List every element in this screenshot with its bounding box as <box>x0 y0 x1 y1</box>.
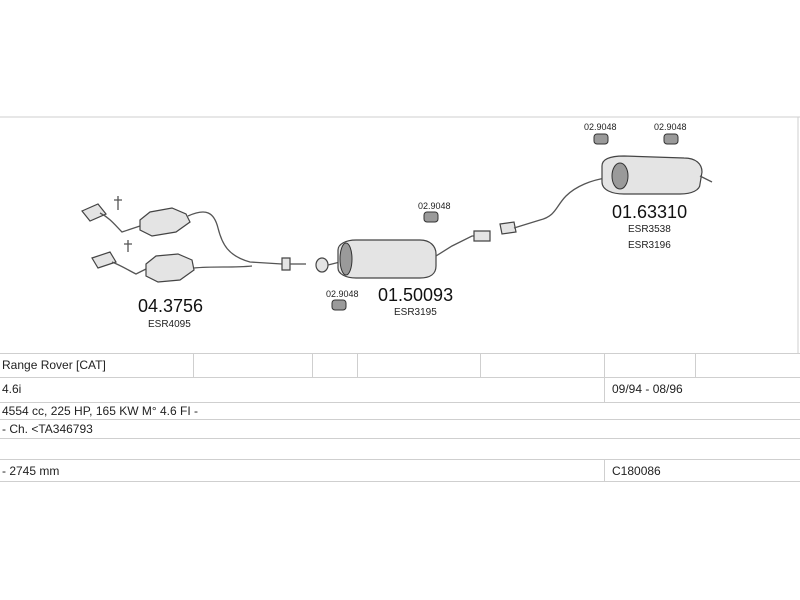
middle-silencer-assembly[interactable] <box>315 230 491 279</box>
rear-inlet-clamp <box>499 221 517 235</box>
upper-manifold-flange <box>81 203 107 222</box>
hanger-middle-lower-shape <box>331 299 347 311</box>
row-line <box>0 402 800 403</box>
middle-silencer-esr-code: ESR3195 <box>394 307 437 318</box>
upper-downpipe <box>99 212 141 233</box>
col-line <box>604 459 605 481</box>
hanger-rear-right-shape <box>663 133 679 145</box>
middle-silencer-endcap <box>339 242 353 276</box>
specs-cell: 4554 cc, 225 HP, 165 KW M° 4.6 FI - <box>2 404 199 418</box>
middle-outlet-clamp <box>473 230 491 242</box>
upper-catalyst <box>139 207 191 237</box>
rear-silencer-body <box>601 155 703 195</box>
code-cell: C180086 <box>612 464 661 478</box>
years-cell: 09/94 - 08/96 <box>612 382 683 396</box>
hanger-middle-upper-number[interactable]: 02.9048 <box>418 201 451 211</box>
hanger-rear-right[interactable] <box>663 133 679 145</box>
col-line <box>695 353 696 377</box>
col-line <box>604 353 605 377</box>
hanger-rear-right-number[interactable]: 02.9048 <box>654 122 687 132</box>
middle-inlet-flange <box>315 257 329 273</box>
col-line <box>604 377 605 402</box>
row-line <box>0 459 800 460</box>
rear-intermediate-pipe <box>513 177 607 229</box>
catalyst-esr-code: ESR4095 <box>148 319 191 330</box>
col-line <box>193 353 194 377</box>
row-line <box>0 353 800 354</box>
col-line <box>480 353 481 377</box>
lower-downpipe <box>111 261 149 275</box>
hanger-rear-left-shape <box>593 133 609 145</box>
wheelbase-cell: - 2745 mm <box>2 464 60 478</box>
lower-y-pipe <box>193 265 253 269</box>
row-line <box>0 438 800 439</box>
rear-tailpipe <box>699 175 713 183</box>
row-line <box>0 419 800 420</box>
catalyst-part-number[interactable]: 04.3756 <box>138 296 203 316</box>
engine-cell: 4.6i <box>2 382 22 396</box>
upper-y-pipe <box>187 211 283 265</box>
rear-silencer-part-number[interactable]: 01.63310 <box>612 202 687 222</box>
rear-silencer-esr-code-1: ESR3538 <box>628 224 671 235</box>
lower-sensor-stud <box>124 240 132 252</box>
hanger-middle-upper-shape <box>423 211 439 223</box>
front-outlet-flange <box>281 257 291 271</box>
chassis-cell: - Ch. <TA346793 <box>2 422 93 436</box>
hanger-middle-upper[interactable] <box>423 211 439 223</box>
rear-silencer-assembly[interactable] <box>499 155 713 235</box>
middle-silencer-body <box>337 239 437 279</box>
model-cell: Range Rover [CAT] <box>2 358 106 372</box>
row-line <box>0 481 800 482</box>
rear-silencer-esr-code-2: ESR3196 <box>628 240 671 251</box>
middle-silencer-part-number[interactable]: 01.50093 <box>378 285 453 305</box>
col-line <box>312 353 313 377</box>
hanger-rear-left-number[interactable]: 02.9048 <box>584 122 617 132</box>
rear-silencer-endcap <box>611 162 629 190</box>
col-line <box>357 353 358 377</box>
row-line <box>0 377 800 378</box>
hanger-rear-left[interactable] <box>593 133 609 145</box>
catalyst-assembly[interactable] <box>81 196 306 283</box>
hanger-middle-lower-number[interactable]: 02.9048 <box>326 289 359 299</box>
lower-manifold-flange <box>91 251 117 269</box>
upper-sensor-stud <box>114 196 122 210</box>
hanger-middle-lower[interactable] <box>331 299 347 311</box>
lower-catalyst <box>145 253 195 283</box>
vehicle-info-table: Range Rover [CAT] 4.6i 09/94 - 08/96 455… <box>0 353 800 483</box>
